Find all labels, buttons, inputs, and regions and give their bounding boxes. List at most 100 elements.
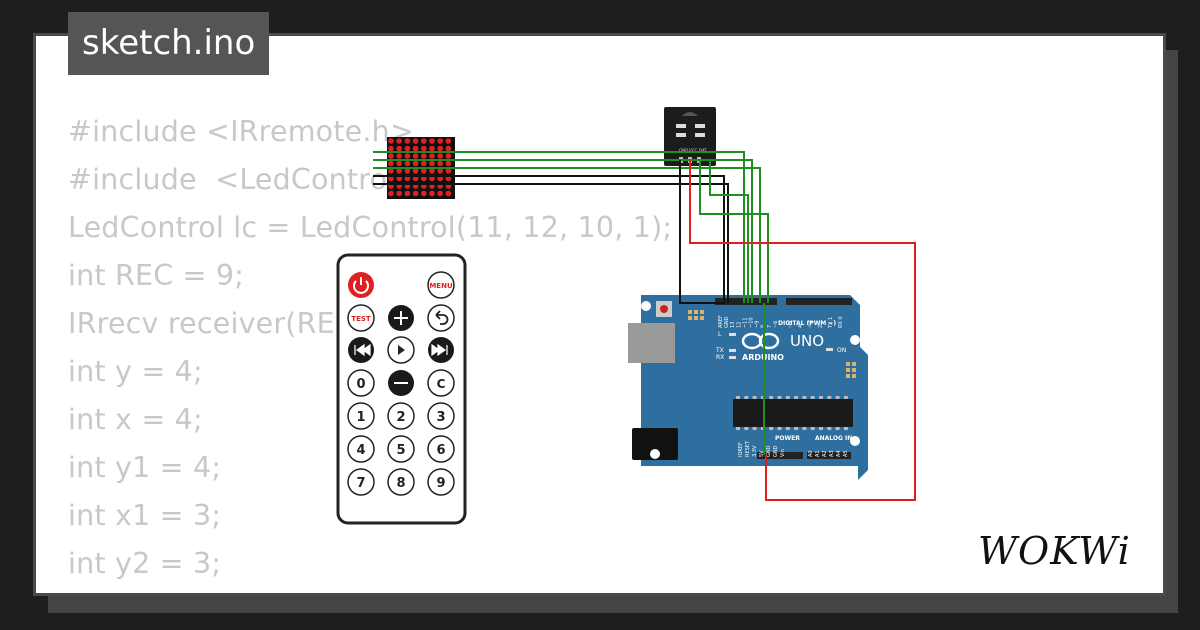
remote-menu-button[interactable]: MENU <box>427 271 455 299</box>
led-dot <box>445 145 452 152</box>
led-dot <box>396 138 403 144</box>
remote-minus-button[interactable] <box>388 370 414 396</box>
remote-digit-button[interactable]: 4 <box>347 435 375 463</box>
ir-remote[interactable]: MENU TEST 0 <box>336 253 467 525</box>
led-dot <box>421 175 427 182</box>
led-dot <box>437 138 444 144</box>
led-dot <box>429 168 435 174</box>
digit-label: 4 <box>356 443 365 458</box>
remote-digit-button[interactable]: 9 <box>427 468 455 496</box>
code-line: int y2 = 3; <box>68 547 222 580</box>
led-dot <box>421 145 427 152</box>
menu-label: MENU <box>429 282 453 290</box>
led-dot <box>396 190 403 197</box>
led-dot <box>412 168 419 174</box>
led-dot <box>388 160 394 167</box>
power-pin-label: GND <box>766 445 772 457</box>
led-dot <box>388 153 394 159</box>
led-dot <box>388 168 394 174</box>
analog-pin-label: A3 <box>829 450 835 457</box>
digit-label: 2 <box>396 410 405 425</box>
rx-label: RX <box>716 354 724 361</box>
led-dot <box>404 145 411 152</box>
remote-digit-button[interactable]: 3 <box>427 402 455 430</box>
digit-label: 1 <box>356 410 365 425</box>
power-pin-label: 5V <box>759 450 765 457</box>
led-dot <box>421 138 427 144</box>
digit-label: 8 <box>396 476 405 491</box>
pin-label: 4 <box>798 325 804 328</box>
power-pin-label: IOREF <box>738 442 744 457</box>
led-dot <box>429 153 435 159</box>
led-dot <box>388 175 394 182</box>
led-dot <box>388 145 394 152</box>
usb-port <box>628 323 675 363</box>
led-dot <box>429 138 435 144</box>
pin-label: 7 <box>767 325 773 328</box>
zero-label: 0 <box>356 377 365 392</box>
digital-label: DIGITAL (PWM ~) <box>778 320 836 327</box>
digit-label: 6 <box>436 443 445 458</box>
led-dot <box>437 160 444 167</box>
analog-pin-label: A5 <box>843 450 849 457</box>
led-dot <box>412 190 419 197</box>
remote-next-button[interactable] <box>428 337 454 363</box>
uno-label: UNO <box>790 332 824 350</box>
wokwi-logo-text: WOKWi <box>978 529 1131 573</box>
pin-label: TX 1 <box>828 317 834 329</box>
led-dot <box>429 190 435 197</box>
power-pin-label: GND <box>773 445 779 457</box>
power-pin-label: RESET <box>745 440 751 457</box>
digit-label: 7 <box>356 476 365 491</box>
pin-label: 13 <box>730 322 736 328</box>
remote-digit-button[interactable]: 5 <box>387 435 415 463</box>
power-icon <box>353 280 369 294</box>
remote-digit-button[interactable]: 7 <box>347 468 375 496</box>
file-tab[interactable]: sketch.ino <box>68 12 270 75</box>
remote-back-button[interactable] <box>427 304 455 332</box>
code-line: int REC = 9; <box>68 259 245 292</box>
led-dot <box>445 175 452 182</box>
project-card: #include <IRremote.h>#include <LedContro… <box>33 33 1166 596</box>
pin-label: AREF <box>718 315 724 328</box>
remote-clear-button[interactable]: C <box>427 369 455 397</box>
ir-receiver[interactable]: GND VCC DAT <box>664 107 716 166</box>
remote-digit-button[interactable]: 1 <box>347 402 375 430</box>
l-led-label: L <box>718 331 722 338</box>
led-dot <box>396 175 403 182</box>
pin-label: ~9 <box>755 321 761 328</box>
led-dot <box>421 190 427 197</box>
pin-label: 2 <box>818 325 824 328</box>
remote-digit-button[interactable]: 8 <box>387 468 415 496</box>
atmega-chip <box>733 399 853 427</box>
wokwi-logo: WOKWi <box>978 529 1131 573</box>
play-icon <box>398 345 405 355</box>
remote-digit-button[interactable]: 6 <box>427 435 455 463</box>
ir-pin-gnd-label: GND <box>679 148 688 153</box>
remote-digit-button[interactable]: 2 <box>387 402 415 430</box>
remote-plus-button[interactable] <box>388 305 414 331</box>
code-line: int x = 4; <box>68 403 203 436</box>
led-dot <box>437 190 444 197</box>
remote-power-button[interactable] <box>348 272 374 298</box>
remote-zero-button[interactable]: 0 <box>347 369 375 397</box>
power-pin-label: 3.3V <box>752 445 758 457</box>
led-dot <box>421 168 427 174</box>
led-dot <box>412 138 419 144</box>
remote-test-button[interactable]: TEST <box>347 304 375 332</box>
power-label: POWER <box>775 435 800 442</box>
remote-play-button[interactable] <box>387 336 415 364</box>
ir-pin-dat-label: DAT <box>699 148 707 153</box>
back-arrow-icon <box>435 310 449 325</box>
pin-label: ~11 <box>742 317 748 328</box>
code-line: int y = 4; <box>68 355 203 388</box>
pin-label: ~3 <box>808 321 814 328</box>
led-dot <box>437 175 444 182</box>
led-dot <box>429 145 435 152</box>
led-dot <box>437 168 444 174</box>
led-dot <box>404 168 411 174</box>
led-dot <box>404 160 411 167</box>
remote-prev-button[interactable] <box>348 337 374 363</box>
